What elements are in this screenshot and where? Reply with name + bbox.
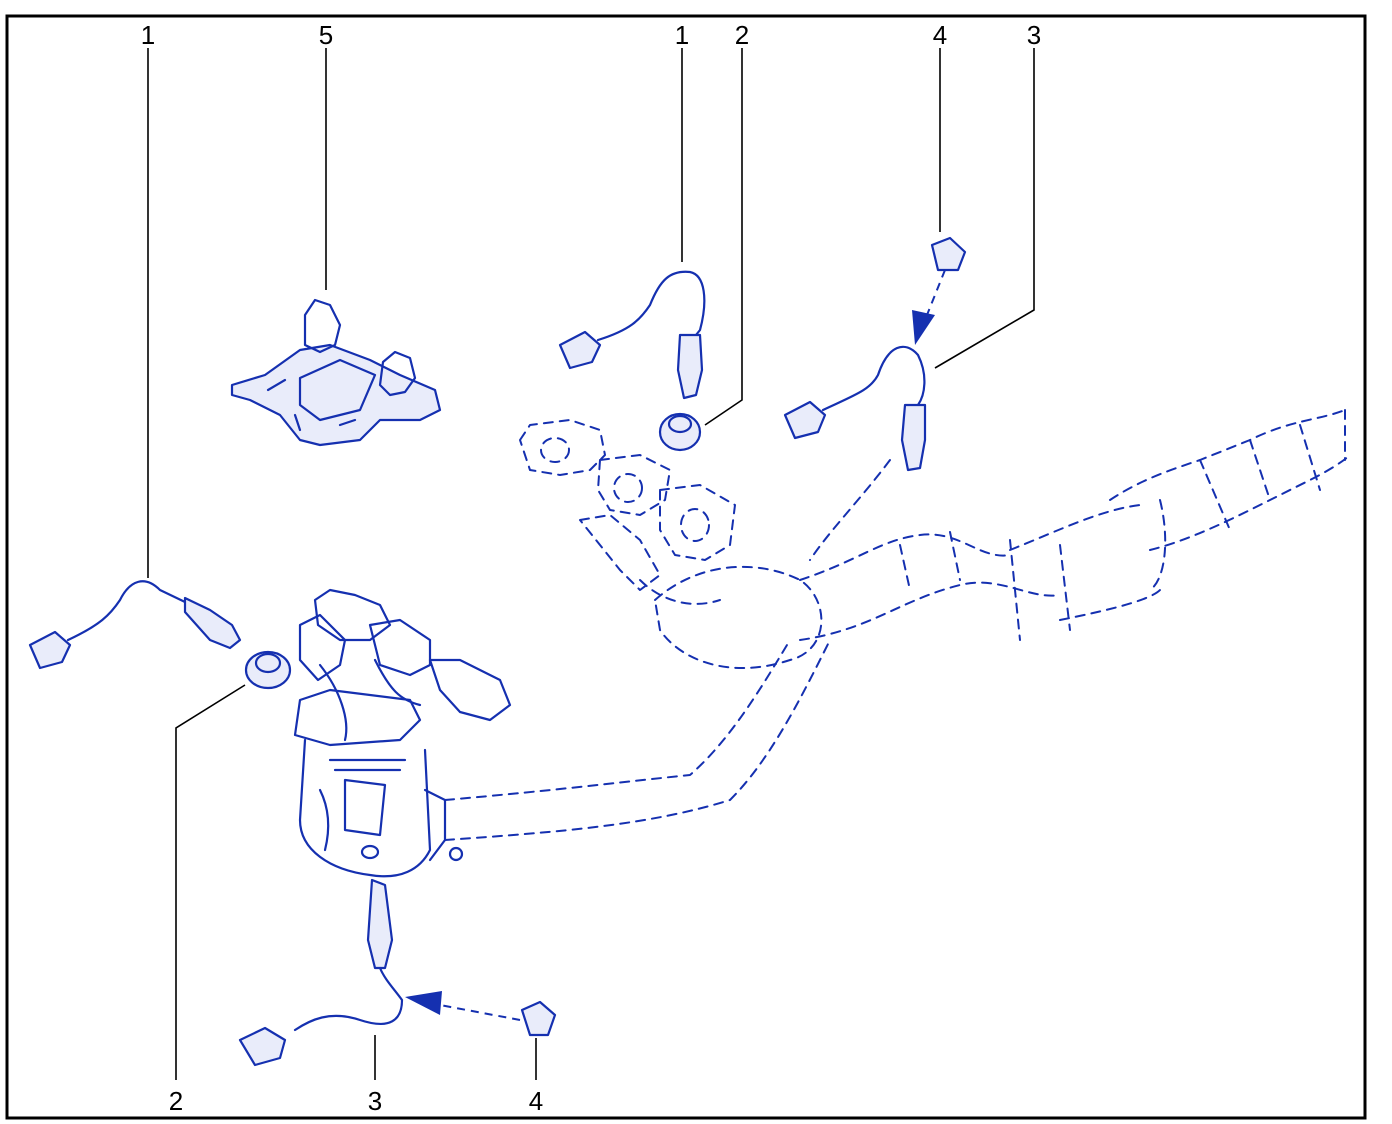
callout-right-connector: 4 bbox=[933, 20, 947, 50]
heat-shield-bracket bbox=[230, 298, 442, 447]
left-connector bbox=[405, 991, 557, 1037]
diagram-border bbox=[5, 14, 1367, 1120]
leader-right-plug bbox=[704, 48, 743, 426]
right-connector bbox=[912, 236, 967, 345]
left-connector-arrow-icon bbox=[405, 991, 442, 1015]
callout-left-rear-sensor: 3 bbox=[368, 1086, 382, 1116]
right-rear-sensor bbox=[783, 345, 927, 472]
callout-left-oxygen-sensor: 1 bbox=[141, 20, 155, 50]
exhaust-pipe-dashed bbox=[444, 409, 1351, 841]
leader-left-plug bbox=[175, 684, 246, 1080]
callout-left-connector: 4 bbox=[529, 1086, 543, 1116]
right-exhaust-manifold bbox=[519, 419, 736, 605]
right-plug bbox=[658, 412, 702, 452]
right-connector-arrow-icon bbox=[912, 310, 935, 345]
callout-right-rear-sensor: 3 bbox=[1027, 20, 1041, 50]
callout-right-oxygen-sensor: 1 bbox=[675, 20, 689, 50]
callout-heat-shield-bracket: 5 bbox=[319, 20, 333, 50]
left-oxygen-sensor bbox=[28, 580, 242, 670]
leader-right-rear-sensor bbox=[934, 48, 1035, 369]
left-plug bbox=[244, 650, 292, 690]
callout-right-plug: 2 bbox=[735, 20, 749, 50]
callout-left-plug: 2 bbox=[169, 1086, 183, 1116]
leader-lines bbox=[147, 48, 1035, 1080]
right-oxygen-sensor bbox=[558, 270, 706, 400]
left-exhaust-manifold bbox=[293, 588, 512, 878]
left-rear-sensor bbox=[238, 878, 404, 1067]
